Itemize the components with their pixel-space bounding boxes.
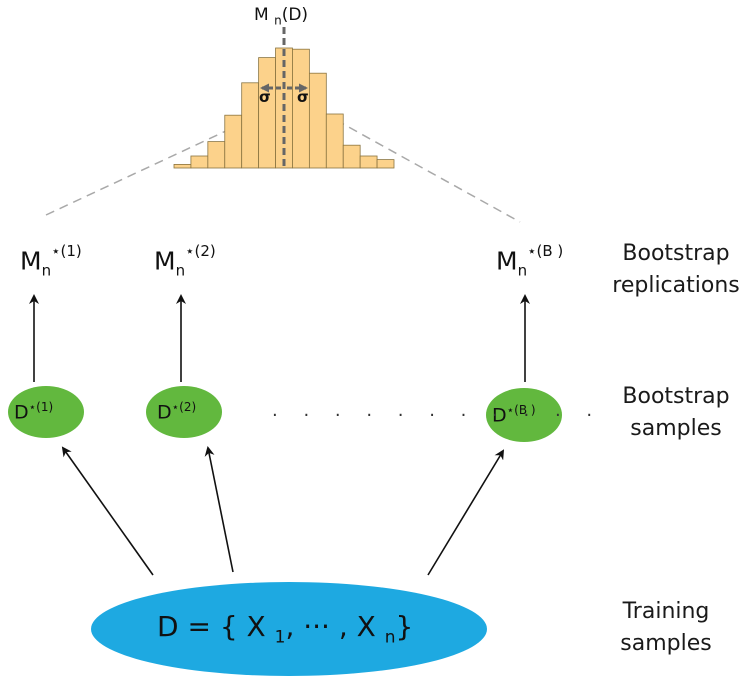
side-label-training: Training samples bbox=[620, 599, 712, 656]
sigma-left-label: σ bbox=[259, 88, 271, 106]
sigma-right-label: σ bbox=[297, 88, 309, 106]
histogram-title: ^M n(D) bbox=[254, 0, 309, 28]
side-label-samples: Bootstrap samples bbox=[622, 384, 730, 441]
bootstrap-sample-B bbox=[486, 388, 562, 442]
histogram-title-sub: n bbox=[274, 13, 282, 28]
projection-line-right bbox=[335, 119, 521, 223]
sample-label-1: D⋆(1) bbox=[14, 400, 54, 424]
sample-label-2: D⋆(2) bbox=[157, 400, 197, 424]
replication-label-B: Mn⋆(B ) bbox=[496, 242, 564, 280]
histogram-bar bbox=[359, 155, 378, 169]
histogram-bar bbox=[376, 159, 395, 169]
training-formula: D = { X 1, ··· , X n} bbox=[157, 610, 414, 648]
projection-line-left bbox=[45, 129, 229, 216]
histogram-bar bbox=[190, 155, 209, 169]
histogram-title-letter: ^M bbox=[254, 0, 269, 25]
histogram-bar bbox=[258, 57, 276, 169]
bootstrap-sample-2 bbox=[146, 386, 222, 438]
training-sample-ellipse bbox=[91, 582, 487, 676]
ellipsis-dots: . . . . . . . . . . . bbox=[272, 400, 603, 421]
histogram-bar bbox=[342, 144, 361, 169]
histogram-bar bbox=[325, 113, 344, 169]
side-label-replications: Bootstrap replications bbox=[612, 241, 740, 298]
histogram-title-arg: (D) bbox=[281, 5, 309, 25]
histogram-bar bbox=[292, 48, 310, 169]
arrow-training-to-sample1 bbox=[61, 446, 154, 576]
histogram-bar bbox=[173, 163, 192, 169]
replication-label-2: Mn⋆(2) bbox=[154, 242, 216, 280]
histogram-bar bbox=[224, 114, 243, 169]
sample-label-B: D⋆(B ) bbox=[492, 403, 536, 427]
histogram-bar bbox=[241, 82, 260, 169]
arrow-training-to-sampleB bbox=[427, 449, 505, 576]
histogram-bar bbox=[308, 72, 327, 169]
replication-label-1: Mn⋆(1) bbox=[20, 242, 82, 280]
arrow-training-to-sample2 bbox=[204, 446, 234, 573]
histogram-bar bbox=[207, 141, 226, 169]
bootstrap-sample-1 bbox=[8, 386, 84, 438]
histogram-bars bbox=[173, 47, 395, 169]
